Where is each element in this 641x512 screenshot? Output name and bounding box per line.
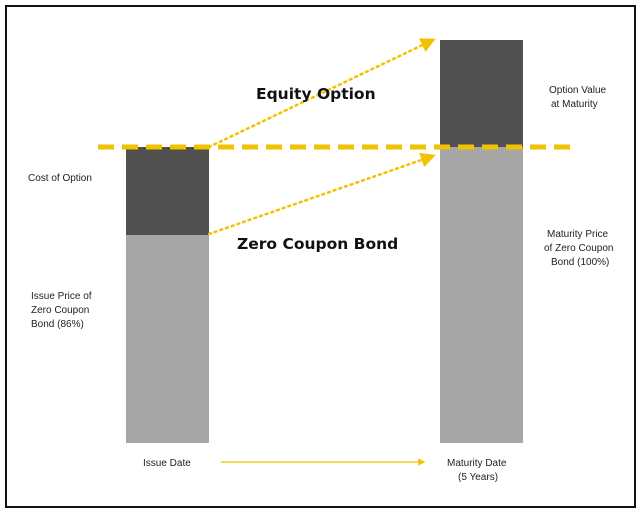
zero-coupon-bond-title: Zero Coupon Bond	[237, 235, 398, 253]
maturity-price-label-line2: of Zero Coupon	[544, 243, 614, 254]
issue-option-cost-block	[126, 147, 209, 235]
maturity-price-label-line1: Maturity Price	[547, 229, 609, 240]
maturity-price-label-line3: Bond (100%)	[551, 257, 609, 268]
maturity-date-label-line2: (5 Years)	[458, 472, 498, 483]
diagram-frame	[5, 5, 636, 508]
issue-bond-block	[126, 234, 209, 443]
issue-date-label: Issue Date	[143, 458, 191, 469]
issue-price-label-line2: Zero Coupon	[31, 305, 89, 316]
zero-coupon-bond-arrow	[207, 152, 436, 236]
cost-of-option-label: Cost of Option	[28, 173, 92, 184]
equity-option-arrow	[207, 38, 436, 149]
issue-price-label-line3: Bond (86%)	[31, 319, 84, 330]
issue-price-label-line1: Issue Price of	[31, 291, 92, 302]
equity-option-title: Equity Option	[256, 85, 376, 103]
maturity-date-label-line1: Maturity Date	[447, 458, 507, 469]
maturity-option-value-block	[440, 40, 523, 147]
option-value-label-line2: at Maturity	[551, 99, 598, 110]
option-value-label-line1: Option Value	[549, 85, 607, 96]
maturity-bond-block	[440, 147, 523, 443]
